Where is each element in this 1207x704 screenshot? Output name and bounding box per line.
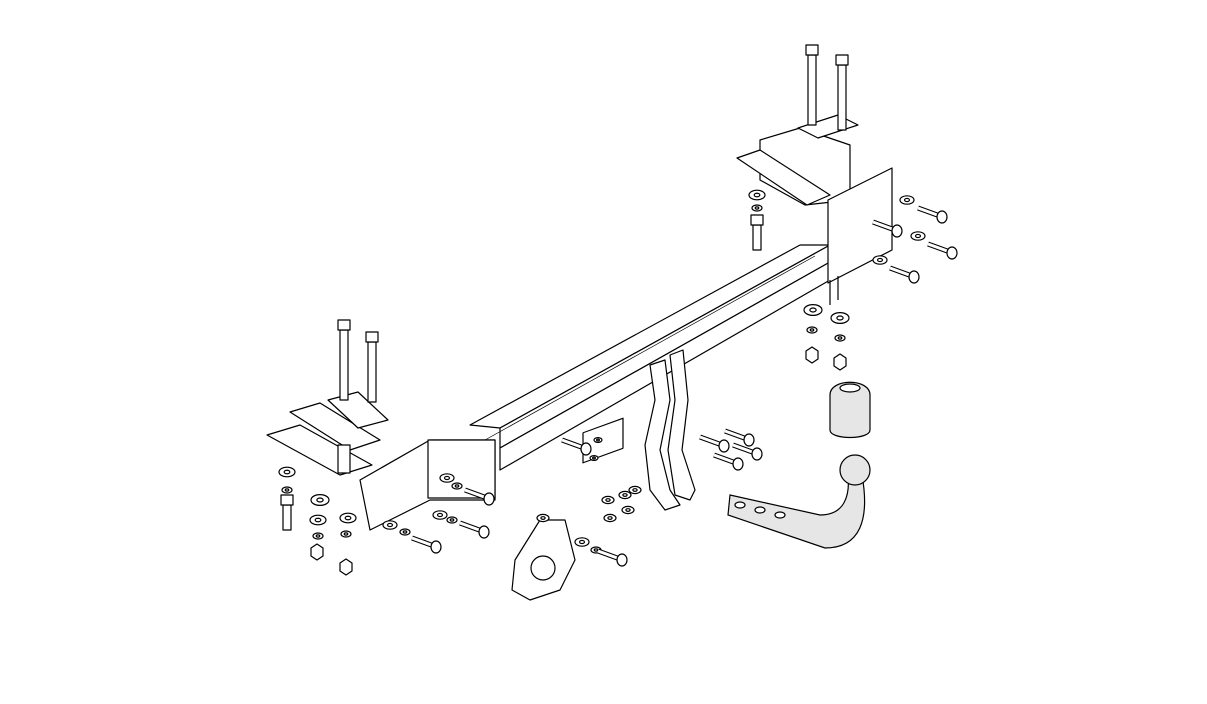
washer-hole-icon xyxy=(315,534,321,538)
washer-hole-icon xyxy=(605,498,611,502)
washer-hole-icon xyxy=(314,517,322,523)
washer-hole-icon xyxy=(876,257,884,263)
washer-hole-icon xyxy=(436,512,444,518)
bolt-shaft-icon xyxy=(464,488,488,500)
washer-hole-icon xyxy=(595,438,600,442)
vertical-bolt-icon xyxy=(339,329,349,401)
washer-hole-icon xyxy=(625,508,631,512)
bolt-head-icon xyxy=(805,44,819,56)
washer-hole-icon xyxy=(284,488,290,492)
hex-nut-icon xyxy=(310,543,324,561)
tow-ball-assembly xyxy=(727,454,871,549)
vertical-bolt-icon xyxy=(837,64,847,131)
washer-hole-icon xyxy=(454,484,460,488)
hex-nut-icon xyxy=(833,353,847,371)
bolt-head-icon xyxy=(580,442,592,456)
washer-hole-icon xyxy=(449,518,455,522)
washer-hole-icon xyxy=(593,548,599,552)
washer-hole-icon xyxy=(386,522,394,528)
vertical-bolt-icon xyxy=(752,224,762,251)
washer-hole-icon xyxy=(443,475,451,481)
bolt-shaft-icon xyxy=(713,453,737,465)
bolt-head-icon xyxy=(946,246,958,260)
neck-bracket xyxy=(644,349,696,511)
left-mount-bracket xyxy=(266,391,496,531)
ball-cover xyxy=(829,381,871,439)
washer-hole-icon xyxy=(753,192,761,198)
vertical-bolt-icon xyxy=(282,504,292,531)
washer-hole-icon xyxy=(903,197,911,203)
washer-hole-icon xyxy=(632,488,638,492)
fastener-set xyxy=(278,44,958,576)
bolt-shaft-icon xyxy=(889,266,913,278)
bolt-head-icon xyxy=(936,210,948,224)
bolt-head-icon xyxy=(718,439,730,453)
bolt-shaft-icon xyxy=(732,443,756,455)
washer-hole-icon xyxy=(316,497,324,503)
bolt-head-icon xyxy=(732,457,744,471)
bolt-head-icon xyxy=(835,54,849,66)
washer-hole-icon xyxy=(343,532,349,536)
bolt-shaft-icon xyxy=(597,549,621,561)
bolt-head-icon xyxy=(743,433,755,447)
vertical-bolt-icon xyxy=(807,54,817,126)
bolt-head-icon xyxy=(478,525,490,539)
washer-hole-icon xyxy=(622,493,628,497)
hex-nut-icon xyxy=(805,346,819,364)
hex-nut-icon xyxy=(339,558,353,576)
washer-hole-icon xyxy=(836,315,844,321)
washer-hole-icon xyxy=(344,515,352,521)
bolt-shaft-icon xyxy=(411,536,435,548)
washer-hole-icon xyxy=(809,328,815,332)
washer-hole-icon xyxy=(402,530,408,534)
bolt-head-icon xyxy=(430,540,442,554)
washer-hole-icon xyxy=(578,539,586,545)
bolt-head-icon xyxy=(891,224,903,238)
socket-plate xyxy=(511,417,624,601)
bolt-shaft-icon xyxy=(699,435,723,447)
washer-hole-icon xyxy=(283,469,291,475)
bolt-shaft-icon xyxy=(872,220,896,232)
washer-hole-icon xyxy=(754,206,760,210)
bolt-head-icon xyxy=(908,270,920,284)
bolt-head-icon xyxy=(280,494,294,506)
bolt-head-icon xyxy=(483,492,495,506)
bolt-shaft-icon xyxy=(561,438,585,450)
bolt-shaft-icon xyxy=(724,429,748,441)
bolt-head-icon xyxy=(616,553,628,567)
bolt-head-icon xyxy=(750,214,764,226)
right-mount-bracket xyxy=(736,114,893,305)
bolt-head-icon xyxy=(337,319,351,331)
washer-hole-icon xyxy=(809,307,817,313)
washer-hole-icon xyxy=(591,456,596,460)
bolt-shaft-icon xyxy=(917,206,941,218)
washer-hole-icon xyxy=(540,516,546,520)
bolt-shaft-icon xyxy=(927,242,951,254)
washer-hole-icon xyxy=(914,233,922,239)
bolt-head-icon xyxy=(365,331,379,343)
washer-hole-icon xyxy=(607,516,613,520)
vertical-bolt-icon xyxy=(367,341,377,403)
bolt-shaft-icon xyxy=(459,521,483,533)
washer-hole-icon xyxy=(837,336,843,340)
bolt-head-icon xyxy=(751,447,763,461)
